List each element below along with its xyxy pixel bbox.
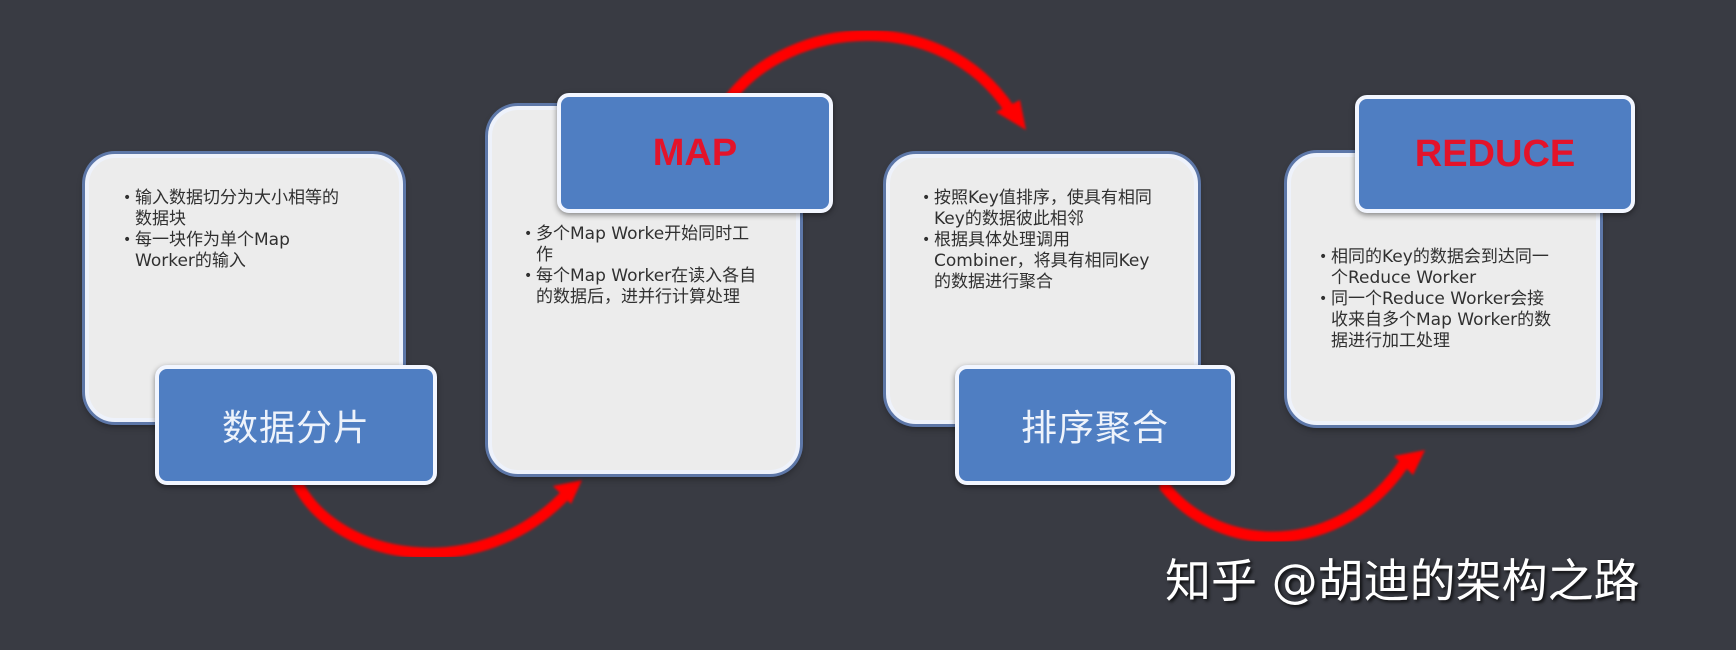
map-bullet-list: 多个Map Worke开始同时工作 每个Map Worker在读入各自的数据后，…	[524, 224, 764, 308]
reduce-bullet-list: 相同的Key的数据会到达同一个Reduce Worker 同一个Reduce W…	[1319, 247, 1559, 352]
stage-label-shard: 数据分片	[155, 365, 437, 485]
shard-bullet-list: 输入数据切分为大小相等的数据块 每一块作为单个Map Worker的输入	[123, 188, 343, 272]
stage-label-text: 数据分片	[221, 408, 370, 449]
arrow-map-to-sort	[724, 29, 1026, 130]
stage-label-sort: 排序聚合	[955, 365, 1235, 485]
arrow-shard-to-map	[289, 472, 582, 559]
bullet-item: 输入数据切分为大小相等的数据块	[123, 188, 343, 230]
bullet-item: 按照Key值排序，使具有相同Key的数据彼此相邻	[922, 188, 1160, 230]
arrow-sort-to-reduce	[1159, 450, 1425, 543]
sort-bullet-list: 按照Key值排序，使具有相同Key的数据彼此相邻 根据具体处理调用Combine…	[922, 188, 1160, 293]
bullet-item: 多个Map Worke开始同时工作	[524, 224, 764, 266]
bullet-item: 同一个Reduce Worker会接收来自多个Map Worker的数据进行加工…	[1319, 289, 1559, 352]
bullet-item: 每个Map Worker在读入各自的数据后，进并行计算处理	[524, 266, 764, 308]
stage-label-text: 排序聚合	[1020, 408, 1169, 449]
watermark: 知乎 @胡迪的架构之路	[1165, 554, 1640, 608]
bullet-item: 每一块作为单个Map Worker的输入	[123, 230, 343, 272]
stage-label-text: REDUCE	[1414, 132, 1576, 175]
stage-label-reduce: REDUCE	[1355, 95, 1635, 213]
stage-label-text: MAP	[652, 131, 738, 174]
bullet-item: 根据具体处理调用Combiner，将具有相同Key的数据进行聚合	[922, 230, 1160, 293]
bullet-item: 相同的Key的数据会到达同一个Reduce Worker	[1319, 247, 1559, 289]
stage-label-map: MAP	[557, 93, 833, 213]
